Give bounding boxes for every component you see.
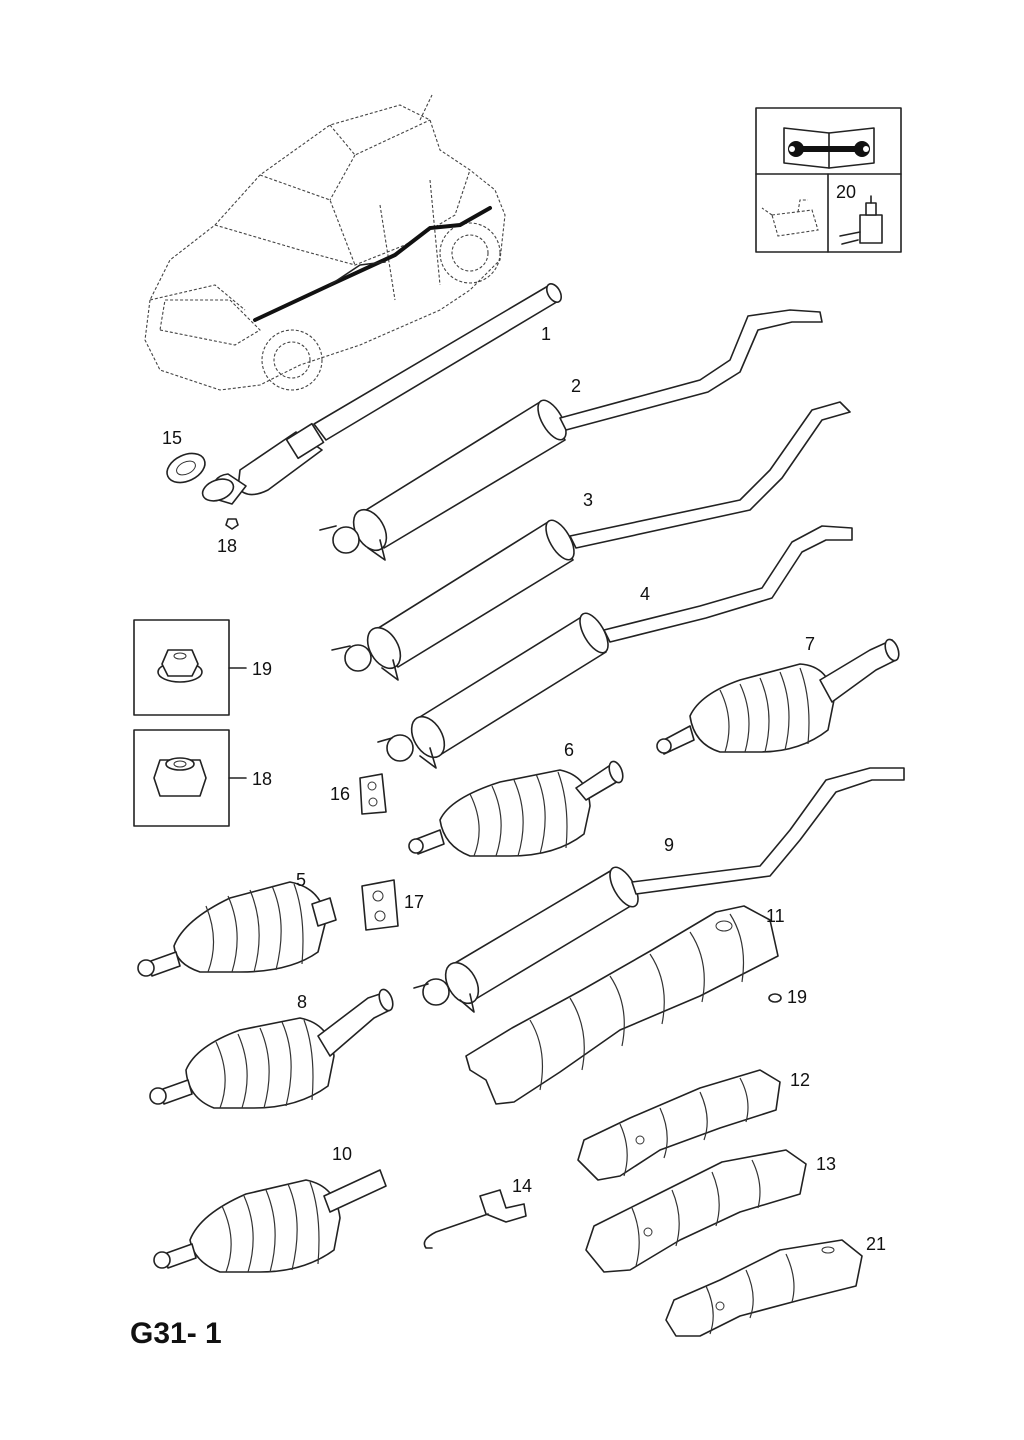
part-18-hex-nut-box [133,729,247,827]
callout-6: 6 [564,740,574,760]
part-10-rear-silencer [153,1169,387,1273]
callout-16: 16 [330,784,350,804]
callout-14: 14 [512,1176,532,1196]
callout-18-box: 18 [252,769,272,789]
callout-9: 9 [664,835,674,855]
part-4-centre-silencer [377,525,853,769]
vehicle-outline [144,94,506,391]
part-18-small-nut [225,518,239,530]
part-8-rear-silencer [149,988,394,1109]
part-11-heat-shield [465,905,779,1105]
callout-3: 3 [583,490,593,510]
callout-15: 15 [162,428,182,448]
callout-8: 8 [297,992,307,1012]
callout-19-small: 19 [787,987,807,1007]
part-6-rear-silencer [408,760,624,857]
callout-7: 7 [805,634,815,654]
part-9-centre-silencer [413,767,905,1013]
callout-2: 2 [571,376,581,396]
part-14-probe [423,1189,527,1249]
callout-11: 11 [766,906,785,926]
part-13-heat-shield [585,1149,807,1273]
part-15-gasket [166,452,206,484]
part-3-centre-silencer [331,401,851,681]
service-symbol-box: 20 [755,107,902,253]
diagram-code: G31- 1 [130,1317,222,1350]
callout-18-top: 18 [217,536,237,556]
callout-1: 1 [541,324,551,344]
part-16-rubber-mount [359,773,387,815]
callout-19-box: 19 [252,659,272,679]
part-7-rear-silencer [656,638,900,755]
callout-10: 10 [332,1144,352,1164]
part-19-small-nut [768,993,782,1003]
callout-12: 12 [790,1070,810,1090]
part-17-rubber-mount [361,879,399,931]
callout-21: 21 [866,1234,886,1254]
callout-20: 20 [836,182,856,202]
sealant-bottle-icon [839,195,883,245]
callout-17: 17 [404,892,424,912]
part-2-centre-silencer [319,309,823,561]
callout-4: 4 [640,584,650,604]
callout-5: 5 [296,870,306,890]
part-1-front-pipe [201,283,563,505]
part-12-heat-shield [577,1069,781,1181]
part-21-heat-shield [665,1239,863,1337]
part-5-rear-silencer [137,881,337,977]
part-19-flange-nut-box [133,619,247,716]
oil-can-icon [761,199,819,237]
callout-13: 13 [816,1154,836,1174]
manual-wrench-icon [783,127,875,169]
